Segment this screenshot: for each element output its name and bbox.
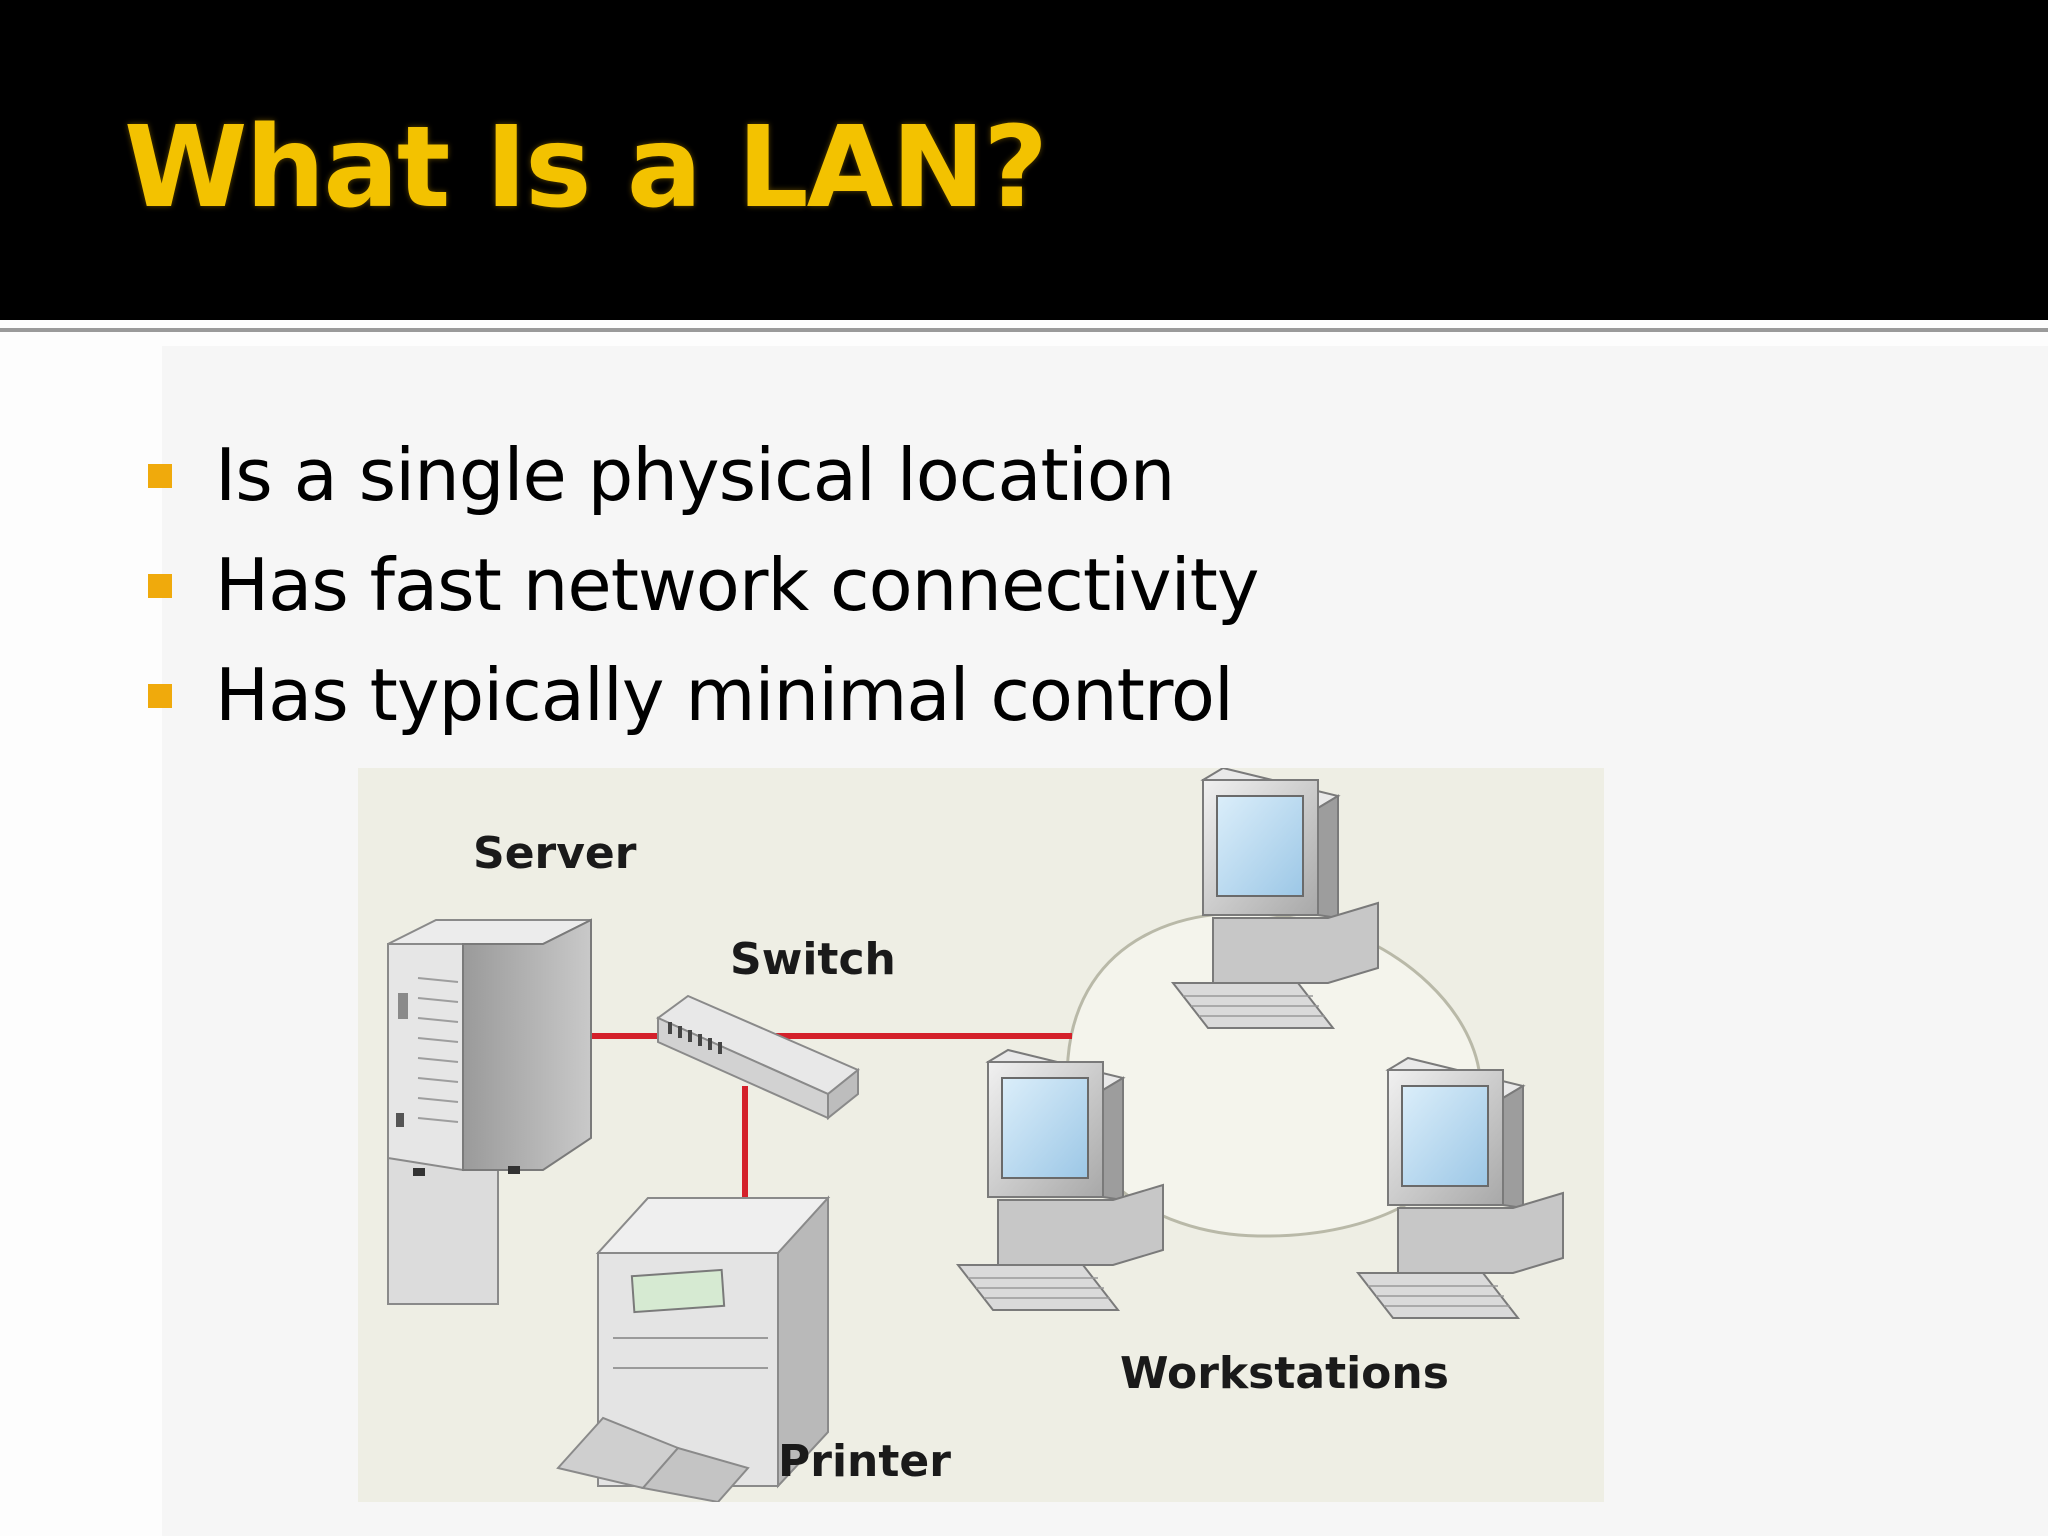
bullet-square-icon bbox=[148, 574, 172, 598]
title-divider bbox=[0, 328, 2048, 332]
printer-label: Printer bbox=[778, 1436, 951, 1487]
workstation-icon bbox=[955, 1048, 1164, 1311]
workstation-icon bbox=[1170, 768, 1379, 1029]
bullet-square-icon bbox=[148, 684, 172, 708]
bullet-text: Has typically minimal control bbox=[215, 653, 1234, 737]
server-icon bbox=[387, 918, 592, 1305]
bullet-list: Is a single physical location Has fast n… bbox=[145, 428, 1260, 758]
lan-diagram: Server Switch Workstations Printer bbox=[358, 768, 1604, 1502]
printer-icon bbox=[556, 1195, 831, 1502]
network-links bbox=[583, 1033, 1072, 1218]
slide-title: What Is a LAN? bbox=[124, 103, 1048, 233]
bullet-text: Is a single physical location bbox=[215, 433, 1175, 517]
lan-diagram-graphic bbox=[387, 768, 1564, 1502]
bullet-item: Has typically minimal control bbox=[145, 648, 1259, 758]
bullet-text: Has fast network connectivity bbox=[215, 543, 1260, 627]
bullet-square-icon bbox=[148, 464, 172, 488]
switch-icon bbox=[656, 994, 860, 1121]
bullet-item: Is a single physical location bbox=[145, 428, 1259, 538]
title-bar: What Is a LAN? bbox=[0, 0, 2048, 320]
switch-label: Switch bbox=[730, 934, 896, 985]
server-label: Server bbox=[473, 828, 637, 879]
workstations-label: Workstations bbox=[1120, 1348, 1449, 1399]
workstation-icon bbox=[1355, 1056, 1564, 1319]
bullet-item: Has fast network connectivity bbox=[145, 538, 1260, 648]
